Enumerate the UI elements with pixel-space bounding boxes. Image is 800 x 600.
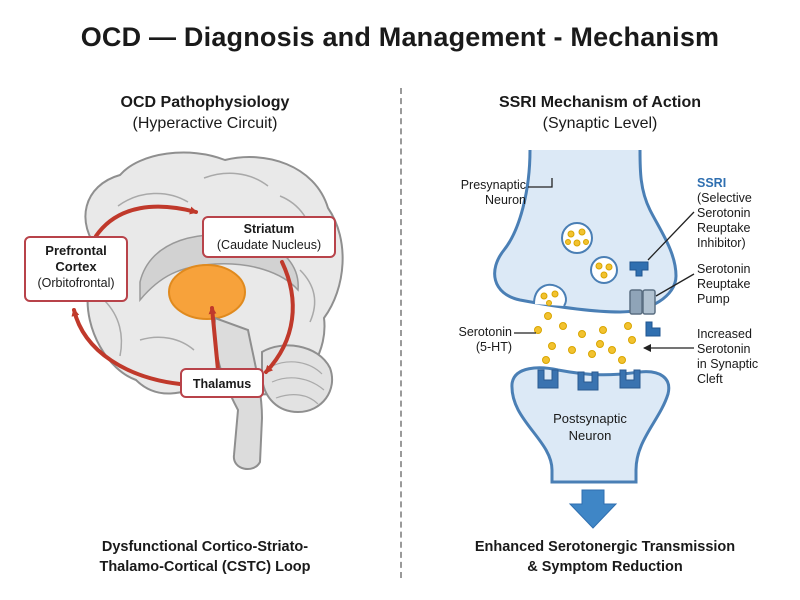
arrow-thalamus-to-pfc (71, 308, 182, 386)
prefrontal-name-line2: Cortex (55, 259, 97, 274)
postsynaptic-label: Postsynaptic Neuron (540, 410, 640, 444)
prefrontal-sub: (Orbitofrontal) (37, 276, 115, 290)
label-leader-lines (514, 178, 695, 352)
arrow-pfc-to-striatum (94, 204, 198, 238)
serotonin-line1: Serotonin (458, 325, 512, 339)
striatum-box: Striatum (Caudate Nucleus) (202, 216, 336, 258)
left-heading-subtitle: (Hyperactive Circuit) (132, 115, 278, 132)
ssri-molecules (629, 261, 661, 337)
right-caption-line2: & Symptom Reduction (527, 559, 683, 575)
right-heading-title: SSRI Mechanism of Action (498, 94, 702, 111)
reuptake-pump (629, 289, 656, 315)
presynaptic-line2: Neuron (485, 193, 526, 207)
increased-serotonin-label: Increased Serotonin in Synaptic Cleft (697, 327, 797, 387)
increased-line1: Increased (697, 327, 752, 341)
ssri-label: SSRI (Selective Serotonin Reuptake Inhib… (697, 176, 797, 251)
ssri-line4: Inhibitor) (697, 236, 746, 250)
prefrontal-cortex-box: Prefrontal Cortex (Orbitofrontal) (24, 236, 128, 302)
thalamus-box: Thalamus (180, 368, 264, 398)
postsynaptic-line2: Neuron (568, 428, 612, 443)
increased-line2: Serotonin (697, 342, 751, 356)
ssri-title: SSRI (697, 176, 727, 190)
arrow-thalamus-to-caudate (208, 306, 220, 372)
left-caption-line2: Thalamo-Cortical (CSTC) Loop (99, 559, 311, 575)
postsynaptic-line1: Postsynaptic (553, 411, 627, 426)
increased-line4: Cleft (697, 372, 723, 386)
panel-divider (400, 88, 402, 578)
left-caption: Dysfunctional Cortico-Striato- Thalamo-C… (40, 537, 370, 577)
pump-line1: Serotonin (697, 262, 751, 276)
thalamus-name: Thalamus (192, 377, 252, 391)
cerebellum-folds (271, 361, 325, 405)
ssri-line2: Serotonin (697, 206, 751, 220)
pump-line2: Reuptake (697, 277, 751, 291)
right-caption-line1: Enhanced Serotonergic Transmission (474, 539, 736, 555)
synaptic-vesicles (533, 222, 618, 307)
presynaptic-line1: Presynaptic (460, 178, 526, 192)
right-heading-subtitle: (Synaptic Level) (542, 115, 658, 132)
right-caption: Enhanced Serotonergic Transmission & Sym… (425, 537, 785, 577)
postsynaptic-receptors (537, 369, 641, 391)
serotonin-molecules (534, 228, 636, 364)
serotonin-line2: (5-HT) (475, 340, 512, 354)
increased-line3: in Synaptic (697, 357, 759, 371)
striatum-sub: (Caudate Nucleus) (216, 238, 322, 252)
pump-line3: Pump (697, 292, 730, 306)
prefrontal-name-line1: Prefrontal (45, 243, 107, 258)
synapse-illustration (493, 149, 678, 529)
caudate-nucleus (168, 264, 246, 320)
presynaptic-label: Presynaptic Neuron (440, 178, 526, 208)
serotonin-label: Serotonin (5-HT) (428, 325, 512, 355)
reuptake-pump-label: Serotonin Reuptake Pump (697, 262, 797, 307)
enhanced-transmission-arrow (568, 489, 618, 529)
left-panel-heading: OCD Pathophysiology (Hyperactive Circuit… (60, 92, 350, 134)
arrow-striatum-to-thalamus (264, 260, 295, 374)
striatum-name: Striatum (243, 222, 295, 236)
page-title: OCD — Diagnosis and Management - Mechani… (80, 22, 720, 52)
cerebellum (261, 344, 333, 414)
ssri-line1: (Selective (697, 191, 752, 205)
left-heading-title: OCD Pathophysiology (120, 94, 290, 111)
right-panel-heading: SSRI Mechanism of Action (Synaptic Level… (440, 92, 760, 134)
brain-gyri (103, 172, 316, 357)
cstc-loop-arrows (71, 204, 295, 386)
ssri-line3: Reuptake (697, 221, 751, 235)
left-caption-line1: Dysfunctional Cortico-Striato- (101, 539, 309, 555)
